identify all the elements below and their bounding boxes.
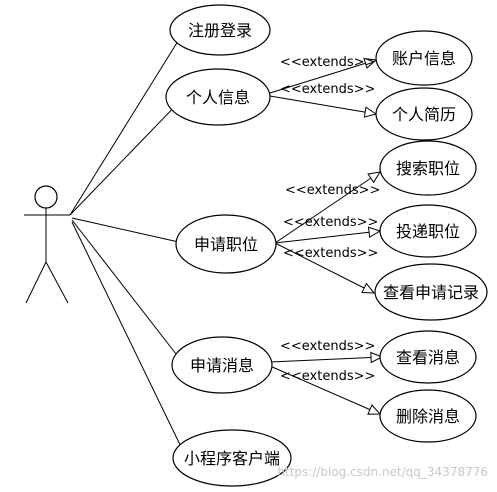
assoc-register [69, 32, 184, 216]
use-case-label: 小程序客户端 [184, 449, 280, 468]
assoc-mini-program [71, 221, 186, 456]
use-case-ellipse [171, 336, 273, 394]
use-case-ellipse [165, 68, 271, 126]
use-case-label: 账户信息 [392, 49, 456, 68]
use-case-ellipse [379, 330, 477, 384]
use-case-ellipse [379, 140, 477, 196]
use-case-mini-program[interactable]: 小程序客户端 [172, 429, 292, 487]
use-case-ellipse [172, 429, 292, 487]
extend-account [269, 57, 378, 94]
use-case-ellipse [379, 389, 477, 443]
actor-head [34, 185, 58, 209]
actor-left-leg [25, 261, 47, 304]
extend-label: <<extends>> [283, 246, 378, 261]
extend-submit [274, 226, 382, 244]
use-case-apply-message[interactable]: 申请消息 [171, 336, 273, 394]
extend-label: <<extends>> [280, 55, 375, 70]
extend-search [274, 171, 382, 244]
use-case-label: 注册登录 [188, 21, 252, 40]
actor-figure [24, 185, 70, 304]
use-case-label: 删除消息 [396, 407, 460, 426]
use-case-label: 搜索职位 [396, 159, 460, 178]
assoc-personal-info [69, 97, 184, 216]
use-case-label: 个人简历 [392, 105, 456, 124]
use-case-resume[interactable]: 个人简历 [375, 87, 473, 141]
extend-label: <<extends>> [283, 215, 378, 230]
use-case-search-job[interactable]: 搜索职位 [379, 140, 477, 196]
assoc-apply-job [71, 217, 184, 244]
extend-label: <<extends>> [280, 369, 375, 384]
use-case-ellipse [379, 204, 477, 258]
use-case-label: 查看申请记录 [383, 283, 479, 302]
use-case-ellipse [375, 30, 473, 86]
use-case-label: 申请消息 [190, 356, 254, 375]
use-case-label: 个人信息 [186, 88, 250, 107]
use-case-label: 查看消息 [396, 348, 460, 367]
use-case-view-apply-record[interactable]: 查看申请记录 [374, 263, 488, 321]
extend-relations: <<extends>> <<extends>> <<extends>> <<ex… [269, 55, 384, 415]
extend-record [274, 242, 376, 294]
watermark-text: https://blog.csdn.net/qq_34378776 [277, 465, 488, 479]
extend-label: <<extends>> [280, 82, 375, 97]
use-case-personal-info[interactable]: 个人信息 [165, 68, 271, 126]
use-case-view-message[interactable]: 查看消息 [379, 330, 477, 384]
extend-delete-message [269, 365, 382, 415]
use-case-delete-message[interactable]: 删除消息 [379, 389, 477, 443]
use-case-apply-job[interactable]: 申请职位 [175, 214, 277, 274]
use-case-register-login[interactable]: 注册登录 [169, 4, 271, 56]
use-case-account-info[interactable]: 账户信息 [375, 30, 473, 86]
use-case-ellipse [374, 263, 488, 321]
associations [69, 32, 186, 456]
use-case-label: 申请职位 [194, 235, 258, 254]
extend-resume [269, 95, 378, 118]
assoc-apply-message [71, 219, 184, 364]
use-case-ellipse [375, 87, 473, 141]
extend-label: <<extends>> [280, 339, 375, 354]
use-case-label: 投递职位 [396, 222, 460, 241]
extend-view-message [269, 351, 384, 364]
use-case-ellipse [169, 4, 271, 56]
use-case-ellipse [175, 214, 277, 274]
use-case-submit-job[interactable]: 投递职位 [379, 204, 477, 258]
actor-right-leg [45, 261, 69, 304]
extend-label: <<extends>> [285, 183, 380, 198]
